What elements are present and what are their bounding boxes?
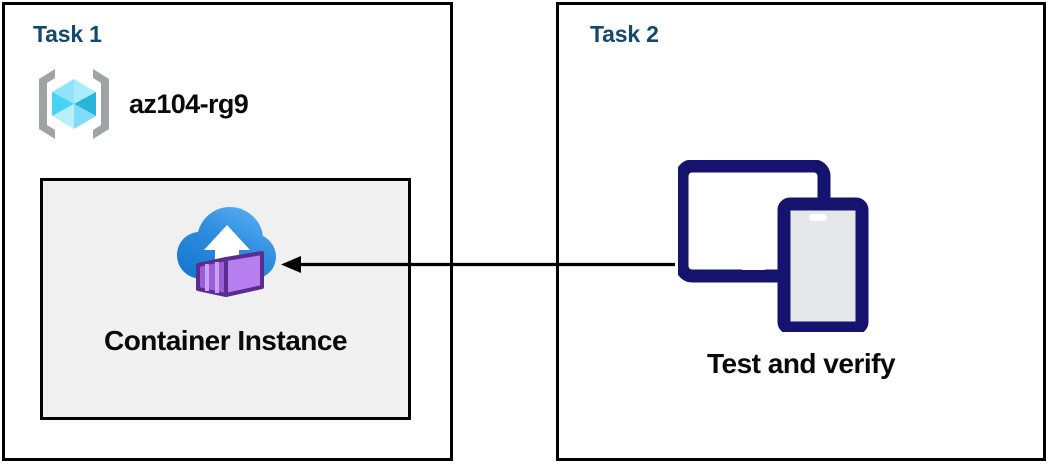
resource-group-label: az104-rg9 (129, 88, 249, 119)
resource-group-row: az104-rg9 (33, 65, 249, 143)
task-1-panel: Task 1 (2, 2, 453, 461)
test-and-verify-label: Test and verify (706, 348, 896, 379)
container-instance-label: Container Instance (103, 325, 348, 356)
azure-resource-group-icon (33, 65, 115, 143)
task-1-title: Task 1 (33, 21, 102, 47)
task-2-title: Task 2 (590, 21, 659, 47)
container-instance-box: Container Instance (40, 178, 411, 420)
